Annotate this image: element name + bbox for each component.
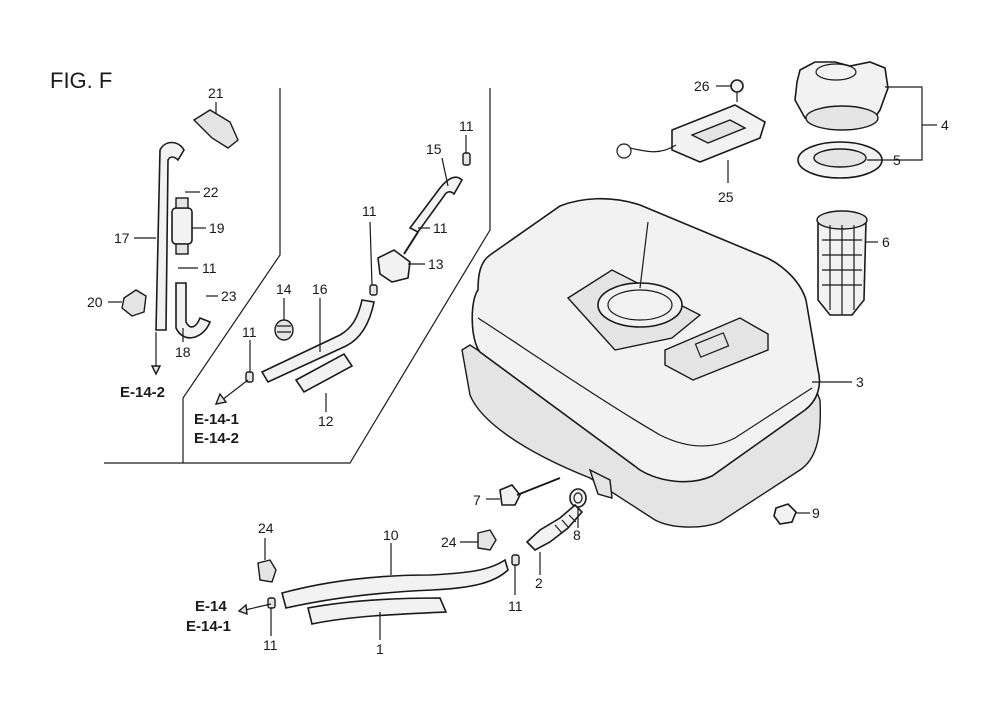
- cross-references: E-14-2 E-14-1 E-14-2 E-14 E-14-1: [120, 384, 239, 635]
- callout-1: 1: [376, 641, 384, 657]
- callout-25: 25: [718, 189, 734, 205]
- tube-12: [294, 352, 354, 394]
- callout-23: 23: [221, 288, 237, 304]
- callout-20: 20: [87, 294, 103, 310]
- hose-15: [408, 176, 463, 234]
- fuel-joint: [525, 503, 584, 551]
- callout-11-hose: 11: [433, 220, 448, 236]
- fuel-tank: [461, 197, 822, 528]
- callout-5: 5: [893, 152, 901, 168]
- inset-panel-left-border: [104, 88, 281, 464]
- callout-10: 10: [383, 527, 399, 543]
- callout-12: 12: [318, 413, 334, 429]
- callout-9: 9: [812, 505, 820, 521]
- hose-16: [260, 299, 375, 384]
- callout-6: 6: [882, 234, 890, 250]
- clip-14: [274, 319, 294, 341]
- callout-24-left: 24: [258, 520, 274, 536]
- arrowhead: [237, 603, 248, 616]
- hose-clip-left: [257, 559, 277, 583]
- callout-11-valve: 11: [362, 203, 377, 219]
- callout-13: 13: [428, 256, 444, 272]
- callout-22: 22: [203, 184, 219, 200]
- callout-24-right: 24: [441, 534, 457, 550]
- ref-e14-1-mid[interactable]: E-14-1: [194, 411, 239, 428]
- callout-19: 19: [209, 220, 225, 236]
- callout-11-filter: 11: [202, 260, 217, 276]
- hose-clamp-21: [192, 109, 239, 149]
- callout-17: 17: [114, 230, 130, 246]
- ref-e14-bottom[interactable]: E-14: [195, 598, 227, 615]
- callout-21: 21: [208, 85, 224, 101]
- callout-4: 4: [941, 117, 949, 133]
- fuel-filter-19: [171, 197, 193, 255]
- callout-11-bottom-right: 11: [508, 598, 523, 614]
- arrowhead: [214, 392, 228, 405]
- ref-e14-2-left[interactable]: E-14-2: [120, 384, 165, 401]
- filler-cap: [794, 61, 889, 131]
- inset-panel-right-border: [183, 88, 491, 464]
- figure-title: FIG. F: [50, 68, 112, 93]
- tank-washer: [569, 488, 587, 508]
- fuel-strainer: [816, 210, 868, 316]
- callout-8: 8: [573, 527, 581, 543]
- fuel-valve-13: [377, 231, 419, 283]
- arrow-e14-1: [221, 379, 249, 401]
- callout-11-inset-left: 11: [242, 324, 257, 340]
- fuel-gauge: [616, 104, 766, 163]
- callout-11-bottom-left: 11: [263, 637, 278, 653]
- leader-lines: [108, 85, 937, 640]
- callout-11-top: 11: [459, 118, 474, 134]
- gauge-screw: [730, 79, 744, 102]
- callout-18: 18: [175, 344, 191, 360]
- fuel-tube: [281, 558, 509, 625]
- callout-labels: 4 5 6 3 9 8 7 2 24 10 1 11 24 11 25 26 1…: [87, 78, 949, 657]
- callout-14: 14: [276, 281, 292, 297]
- hose-clip-right: [477, 529, 497, 551]
- callout-16: 16: [312, 281, 328, 297]
- clip-20: [121, 289, 147, 317]
- arrow-e14: [244, 603, 272, 611]
- flange-nut: [773, 503, 797, 525]
- callout-26: 26: [694, 78, 710, 94]
- callout-2: 2: [535, 575, 543, 591]
- fuel-hose-17: [155, 141, 185, 331]
- arrowhead: [150, 365, 162, 376]
- tank-bolt: [499, 477, 561, 506]
- callout-15: 15: [426, 141, 442, 157]
- ref-e14-2-mid[interactable]: E-14-2: [194, 430, 239, 447]
- callout-3: 3: [856, 374, 864, 390]
- callout-7: 7: [473, 492, 481, 508]
- hose-18: [175, 282, 212, 339]
- ref-e14-1-bottom[interactable]: E-14-1: [186, 618, 231, 635]
